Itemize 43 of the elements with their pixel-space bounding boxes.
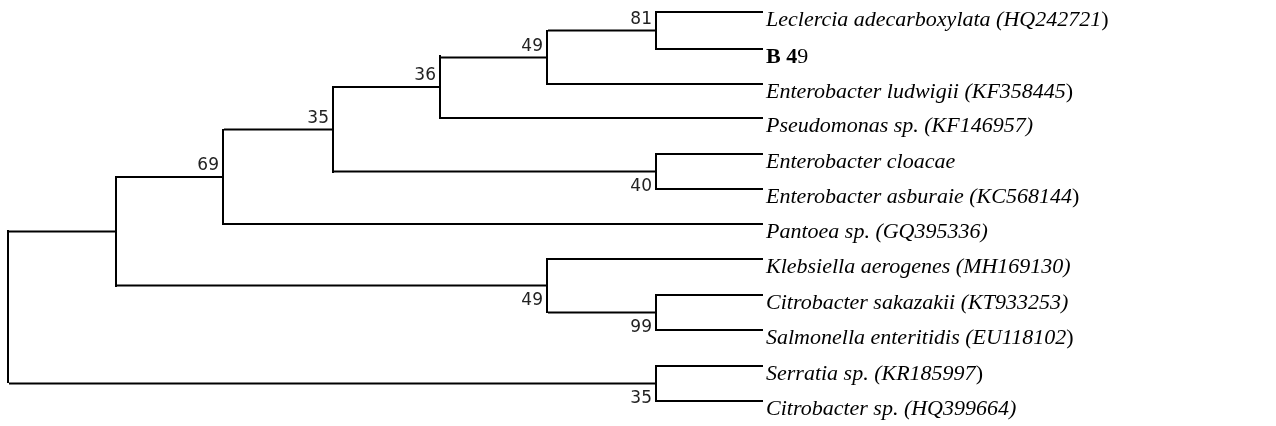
tree-branch (656, 365, 764, 367)
tree-branch (547, 258, 764, 260)
tree-branch (333, 86, 440, 88)
bootstrap-value: 35 (629, 386, 652, 407)
taxon-label: Serratia sp. (KR185997) (763, 360, 983, 386)
tree-branch (656, 329, 764, 331)
tree-branch (656, 11, 764, 13)
tree-branch (656, 48, 764, 50)
tree-branch (547, 311, 656, 314)
tree-branch (8, 230, 116, 233)
tree-branch (223, 223, 764, 225)
tree-branch (440, 117, 764, 119)
bootstrap-value: 36 (413, 64, 436, 84)
tree-branch (440, 56, 547, 59)
tree-branch (547, 29, 656, 32)
tree-branch (656, 188, 764, 190)
bootstrap-value: 81 (629, 7, 652, 28)
taxon-label: Pantoea sp. (GQ395336) (763, 218, 988, 244)
taxon-label: Enterobacter cloacae (763, 148, 956, 174)
tree-branch (333, 170, 656, 173)
tree-branch (8, 382, 656, 385)
bootstrap-value: 40 (629, 174, 652, 195)
taxon-label: B 49 (763, 43, 809, 69)
bootstrap-value: 49 (520, 288, 543, 309)
tree-branch (116, 176, 223, 178)
taxon-label: Enterobacter ludwigii (KF358445) (763, 78, 1074, 104)
tree-branch (116, 284, 547, 287)
bootstrap-value: 49 (520, 34, 543, 55)
tree-branch (656, 153, 764, 155)
tree-branch (656, 400, 764, 402)
taxon-label: Enterobacter asburaie (KC568144) (763, 183, 1080, 209)
tree-branch (547, 83, 764, 85)
bootstrap-value: 69 (196, 154, 219, 174)
taxon-label: Citrobacter sp. (HQ399664) (763, 395, 1017, 421)
taxon-label: Leclercia adecarboxylata (HQ242721) (763, 6, 1109, 32)
tree-branch (223, 128, 333, 131)
bootstrap-value: 35 (306, 106, 329, 127)
taxon-label: Pseudomonas sp. (KF146957) (763, 112, 1034, 138)
taxon-label: Klebsiella aerogenes (MH169130) (763, 253, 1071, 279)
taxon-label: Citrobacter sakazakii (KT933253) (763, 289, 1069, 315)
tree-branch (656, 294, 764, 296)
taxon-label: Salmonella enteritidis (EU118102) (763, 324, 1074, 350)
bootstrap-value: 99 (629, 315, 652, 336)
